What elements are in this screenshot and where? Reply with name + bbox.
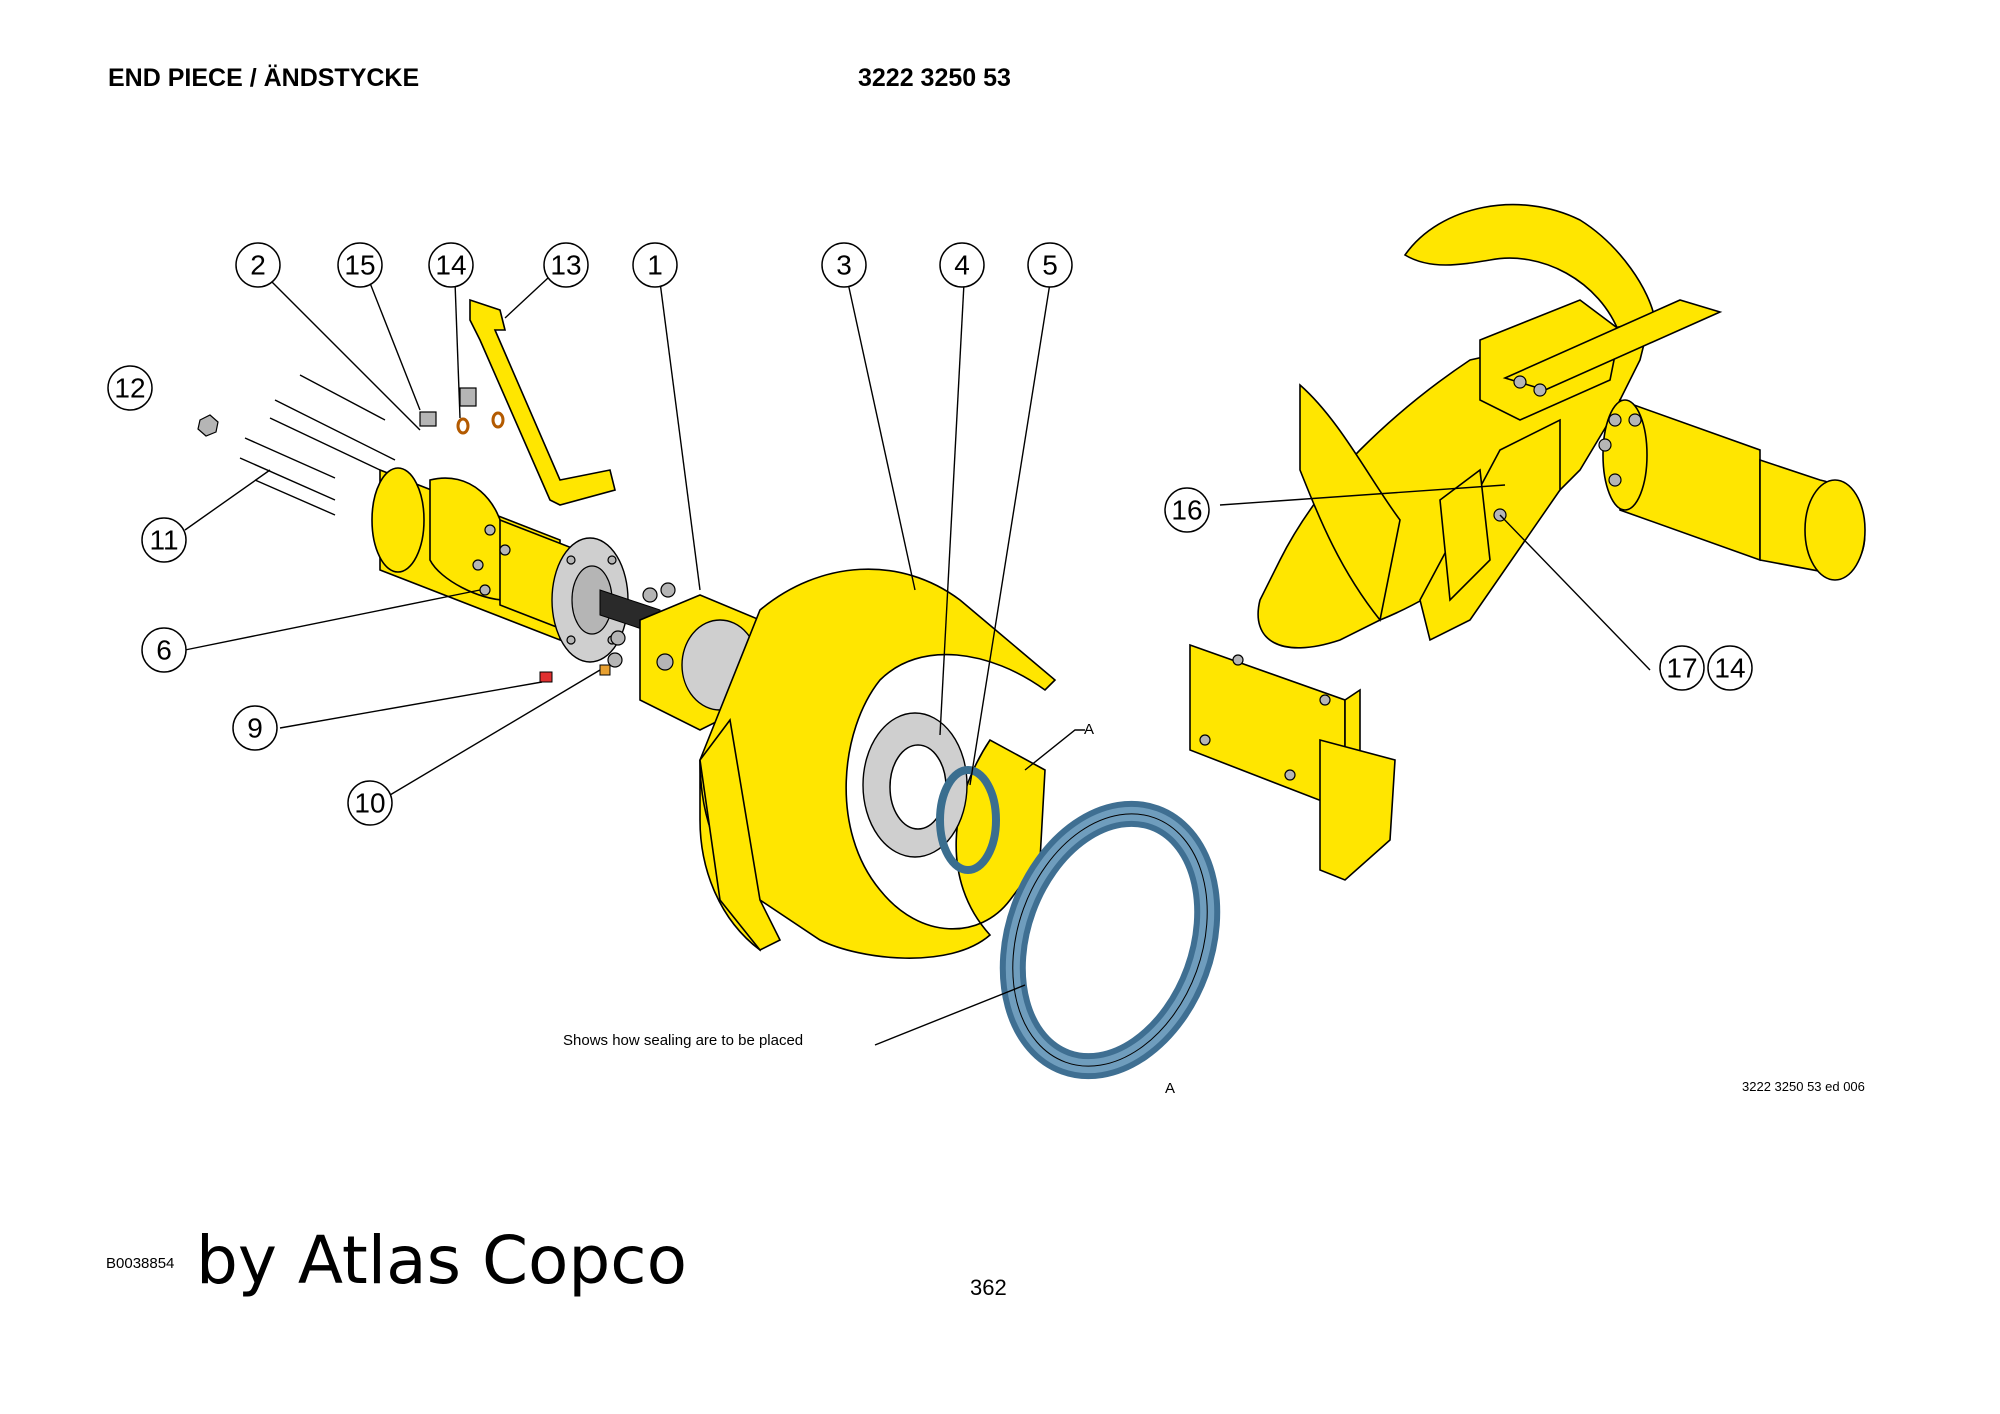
callout-13-label: 13: [550, 250, 581, 281]
mounting-bracket: [469, 298, 616, 506]
document-code: B0038854: [106, 1255, 175, 1272]
callout-2: 2: [235, 242, 281, 288]
assembled-view: [1189, 203, 1866, 881]
callout-17-label: 17: [1666, 653, 1697, 684]
callout-16-label: 16: [1171, 495, 1202, 526]
callout-13: 13: [543, 242, 589, 288]
callout-14-right-label: 14: [1714, 653, 1745, 684]
callout-14-label: 14: [435, 250, 466, 281]
callout-9: 9: [232, 705, 278, 751]
drawing-reference: 3222 3250 53 ed 006: [1742, 1079, 1865, 1094]
large-seal-ring: [999, 800, 1221, 1080]
callout-12-label: 12: [114, 373, 145, 404]
callout-2-label: 2: [250, 250, 266, 281]
small-seal-ring: [936, 766, 1000, 874]
callout-3-label: 3: [836, 250, 852, 281]
callout-6-label: 6: [156, 635, 172, 666]
auger-housing: [699, 568, 1057, 959]
callout-14-right: 14: [1707, 645, 1753, 691]
callout-10: 10: [347, 780, 393, 826]
sealing-note: Shows how sealing are to be placed: [563, 1032, 804, 1049]
assembly-part-number: 3222 3250 53: [858, 64, 1011, 92]
callout-15-label: 15: [344, 250, 375, 281]
callout-3: 3: [821, 242, 867, 288]
callout-15: 15: [337, 242, 383, 288]
callout-16: 16: [1164, 487, 1210, 533]
callout-17: 17: [1659, 645, 1705, 691]
callout-6: 6: [141, 627, 187, 673]
callout-4: 4: [939, 242, 985, 288]
section-marker-top: A: [1084, 721, 1094, 738]
callout-9-label: 9: [247, 713, 263, 744]
callout-14: 14: [428, 242, 474, 288]
callout-4-label: 4: [954, 250, 970, 281]
leader-lines: [184, 277, 1651, 1046]
callout-12: 12: [107, 365, 153, 411]
callout-11: 11: [141, 517, 187, 563]
callout-10-label: 10: [354, 788, 385, 819]
section-marker-bottom: A: [1165, 1080, 1176, 1097]
callout-5: 5: [1027, 242, 1073, 288]
bearing-housing-assembly: [371, 467, 661, 663]
callout-1: 1: [632, 242, 678, 288]
brand-text: by Atlas Copco: [196, 1222, 687, 1299]
page-number: 362: [970, 1275, 1007, 1300]
callout-1-label: 1: [647, 250, 663, 281]
page-title: END PIECE / ÄNDSTYCKE: [108, 64, 420, 92]
callout-11-label: 11: [149, 525, 178, 556]
callout-5-label: 5: [1042, 250, 1058, 281]
stud-bolts: [197, 374, 396, 516]
